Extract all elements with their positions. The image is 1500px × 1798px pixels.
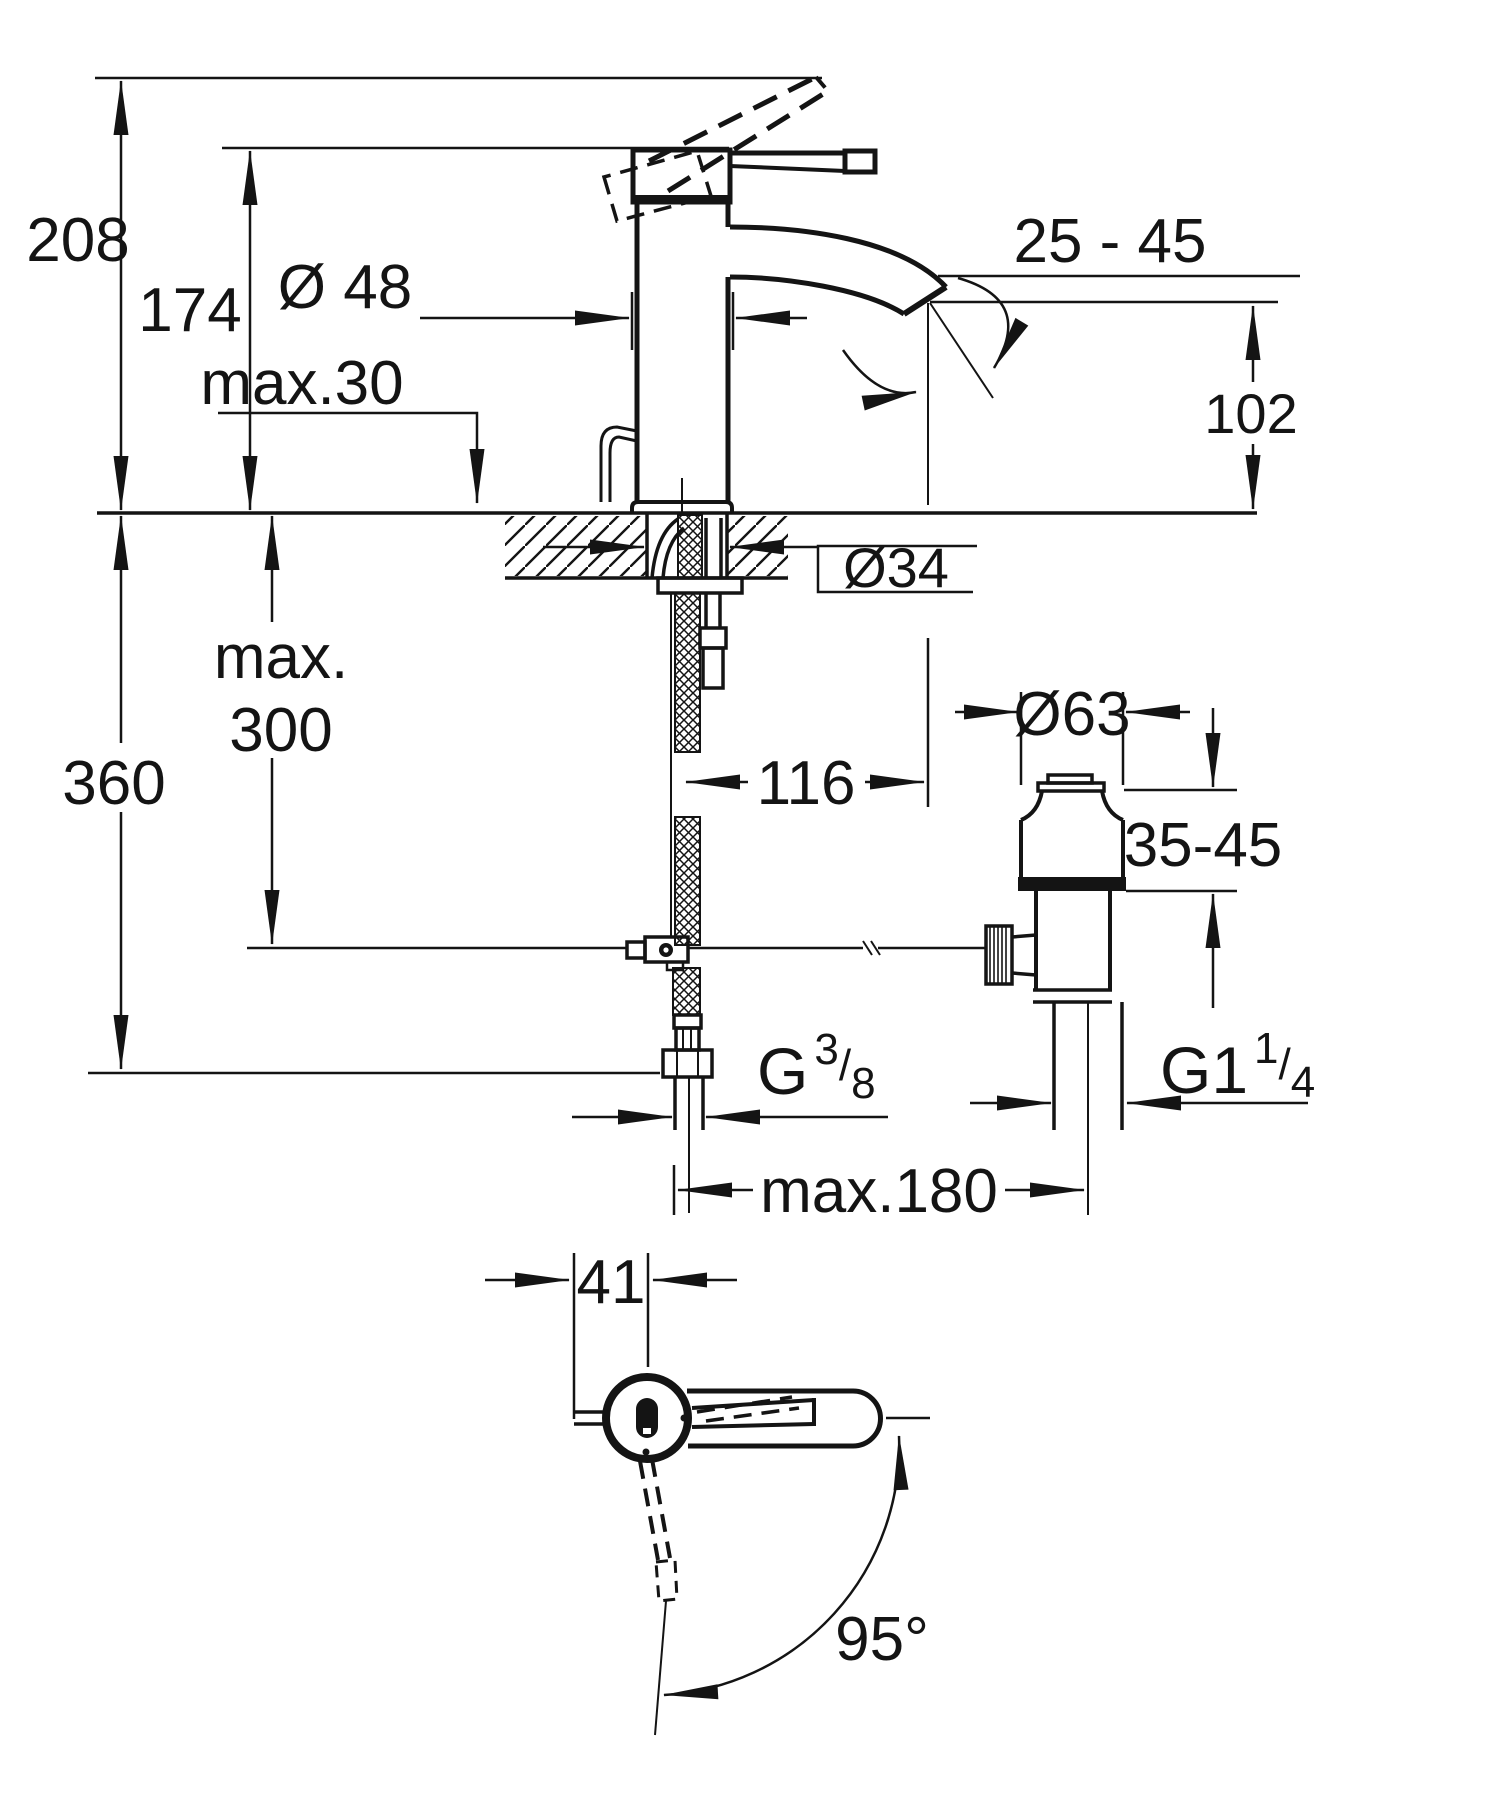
handle-swivel-position-dashed (638, 1458, 679, 1603)
cartridge-slot-notch (643, 1428, 651, 1434)
stream-angled-line (929, 302, 994, 399)
angle-arc (663, 1435, 909, 1700)
spout-stream-construction (841, 302, 994, 505)
faucet-body-top (602, 1373, 692, 1463)
dim-label-hose-length-1: max. (214, 623, 348, 692)
dim-116: 116 (685, 638, 930, 818)
dim-102: 102 (930, 300, 1298, 510)
front-view-faucet (599, 74, 948, 513)
clamp-bead (665, 960, 685, 972)
dim-174: 174 (138, 146, 729, 511)
dim-label-deck-thickness: max.30 (200, 349, 403, 418)
dim-63: Ø63 (955, 680, 1190, 785)
dim-label-hose-length-2: 300 (229, 696, 332, 765)
spout-outlet-face (902, 284, 948, 317)
waste-flange-flare (1020, 790, 1044, 822)
dim-25-45: 25 - 45 (938, 207, 1300, 369)
dim-48: Ø 48 (278, 253, 807, 350)
dim-95-degrees: 95° (654, 1416, 930, 1736)
knob-neck (1011, 933, 1037, 977)
waste-flange-flare (1100, 790, 1124, 822)
waste-plug-cap-base (1036, 781, 1106, 793)
faucet-handle-raised-dashed (601, 74, 830, 224)
dim-label-swivel-angle: 95° (835, 1605, 929, 1674)
second-hose-curve (650, 517, 680, 579)
supply-hose (661, 592, 714, 1213)
rod-break-mark (862, 940, 873, 956)
g38-nut (661, 1048, 714, 1079)
dim-label-body-diameter: Ø 48 (278, 253, 412, 322)
second-hose-curve-inner (661, 526, 686, 579)
dim-label-center-distance: max.180 (760, 1157, 998, 1226)
dim-208: 208 (26, 76, 822, 511)
pop-up-knob-hook (599, 425, 638, 502)
dim-label-body-height: 174 (138, 276, 241, 345)
dim-label-total-height: 208 (26, 206, 129, 275)
handle-lever-inner (691, 1395, 816, 1429)
knob-knurling (989, 926, 1007, 984)
waste-rubber-seal (1018, 877, 1126, 891)
top-view-dot-right (680, 1414, 688, 1422)
top-view-dot-bottom (642, 1448, 650, 1456)
mounting-nut-lower (701, 646, 725, 690)
pop-up-rod-linkage (247, 935, 986, 972)
rear-tab (574, 1410, 604, 1426)
dim-35-45: 35-45 (1124, 708, 1283, 1008)
drain-waste-assembly (984, 773, 1126, 1215)
dim-max300: max. 300 (214, 515, 348, 945)
dim-360: 360 (62, 515, 660, 1075)
dim-label-basin-clamp-range: 35-45 (1124, 811, 1283, 880)
cartridge-slot (636, 1398, 658, 1438)
dim-label-hole-diameter: Ø34 (843, 536, 949, 599)
stream-swivel-arc (841, 349, 917, 411)
rod-break-mark (870, 940, 881, 956)
dim-label-below-deck: 360 (62, 749, 165, 818)
clamp-screw-center (663, 947, 669, 953)
dim-label-stream-angle: 25 - 45 (1013, 207, 1206, 276)
faucet-spout (729, 224, 948, 317)
top-view: 41 95° (485, 1248, 930, 1736)
dim-label-waste-diameter: Ø63 (1013, 680, 1130, 749)
stream-angle-leader (957, 276, 1029, 369)
dim-34-callout-box (816, 544, 977, 594)
dim-34: Ø34 (543, 536, 977, 599)
knurled-knob (984, 924, 1014, 986)
dim-max30: max.30 (200, 349, 485, 504)
rod-clamp-end (625, 940, 647, 960)
dim-41: 41 (485, 1248, 737, 1419)
dim-label-spout-reach: 116 (757, 749, 856, 818)
faucet-body-column (634, 202, 731, 502)
faucet-handle-side (729, 148, 878, 175)
faucet-head-raised-dashed (601, 148, 714, 224)
dim-label-spout-height: 102 (1204, 382, 1297, 445)
hose-in-hole (677, 514, 703, 579)
dim-max180: max.180 (672, 1157, 1085, 1226)
dim-label-handle-hub-width: 41 (577, 1248, 646, 1317)
